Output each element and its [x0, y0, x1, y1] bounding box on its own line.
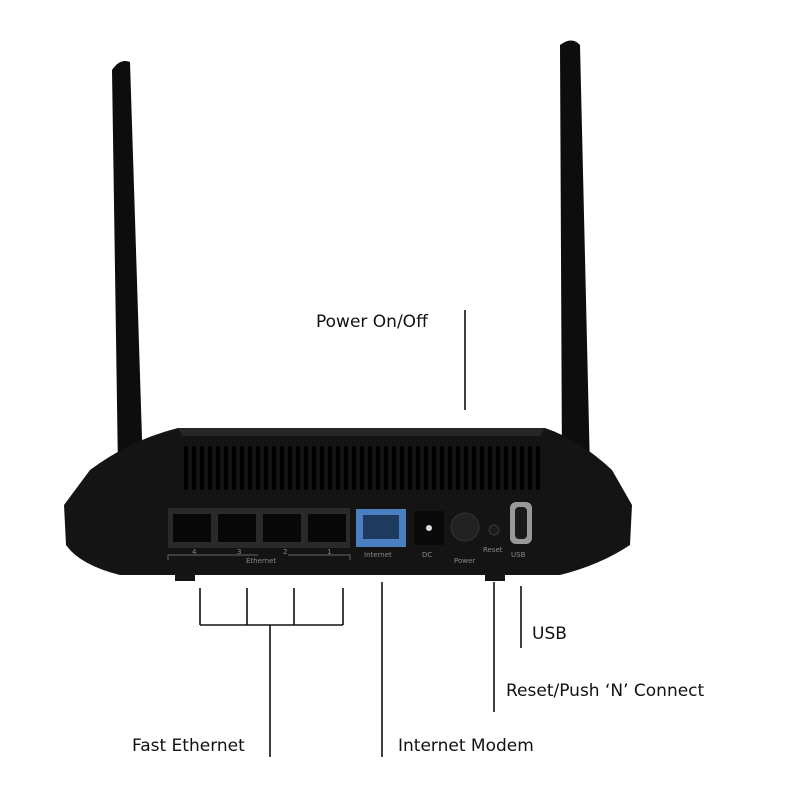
vent-slot — [192, 446, 196, 490]
vent-slot — [200, 446, 204, 490]
vent-slot — [208, 446, 212, 490]
vent-slot — [432, 446, 436, 490]
right-antenna — [560, 40, 590, 470]
fast-ethernet-callout: Fast Ethernet — [132, 736, 245, 756]
port3-label: 3 — [237, 548, 241, 556]
vent-slot — [360, 446, 364, 490]
port1-label: 1 — [327, 548, 331, 556]
internet-port-socket — [363, 515, 399, 539]
usb-socket — [515, 507, 527, 539]
vent-slot — [368, 446, 372, 490]
vent-slot — [304, 446, 308, 490]
dc-pin — [426, 525, 432, 531]
ethernet-bracket — [167, 554, 351, 560]
vent-slot — [448, 446, 452, 490]
vent-slot — [288, 446, 292, 490]
usb-label: USB — [511, 551, 526, 559]
left-antenna — [112, 61, 143, 470]
vent-slot — [408, 446, 412, 490]
vent-slot — [184, 446, 188, 490]
port2-label: 2 — [283, 548, 287, 556]
body-top-edge — [178, 428, 545, 436]
reset-label: Reset — [483, 546, 503, 554]
vent-slot — [496, 446, 500, 490]
vent-slot — [456, 446, 460, 490]
power-callout: Power On/Off — [316, 312, 428, 332]
usb-callout: USB — [532, 624, 567, 644]
vent-slot — [528, 446, 532, 490]
vent-grille — [184, 446, 540, 490]
dc-label: DC — [422, 551, 432, 559]
vent-slot — [352, 446, 356, 490]
reset-callout: Reset/Push ‘N’ Connect — [506, 681, 705, 701]
power-button — [450, 512, 480, 542]
vent-slot — [392, 446, 396, 490]
vent-slot — [320, 446, 324, 490]
reset-button — [488, 524, 500, 536]
vent-slot — [440, 446, 444, 490]
vent-slot — [488, 446, 492, 490]
vent-slot — [240, 446, 244, 490]
vent-slot — [480, 446, 484, 490]
vent-slot — [336, 446, 340, 490]
ethernet-label: Ethernet — [246, 557, 276, 565]
power-label: Power — [454, 557, 475, 565]
port4-label: 4 — [192, 548, 197, 556]
foot — [175, 575, 195, 581]
vent-slot — [216, 446, 220, 490]
vent-slot — [504, 446, 508, 490]
internet-label: Internet — [364, 551, 392, 559]
vent-slot — [472, 446, 476, 490]
vent-slot — [296, 446, 300, 490]
internet-modem-callout: Internet Modem — [398, 736, 534, 756]
vent-slot — [424, 446, 428, 490]
vent-slot — [272, 446, 276, 490]
vent-slot — [264, 446, 268, 490]
vent-slot — [224, 446, 228, 490]
vent-slot — [312, 446, 316, 490]
vent-slot — [536, 446, 540, 490]
vent-slot — [400, 446, 404, 490]
vent-slot — [344, 446, 348, 490]
vent-slot — [416, 446, 420, 490]
vent-slot — [384, 446, 388, 490]
leader-lines — [199, 310, 522, 757]
vent-slot — [520, 446, 524, 490]
vent-slot — [232, 446, 236, 490]
vent-slot — [248, 446, 252, 490]
vent-slot — [464, 446, 468, 490]
vent-slot — [512, 446, 516, 490]
vent-slot — [256, 446, 260, 490]
vent-slot — [280, 446, 284, 490]
vent-slot — [328, 446, 332, 490]
ethernet-ports — [168, 508, 350, 548]
foot — [485, 575, 505, 581]
vent-slot — [376, 446, 380, 490]
